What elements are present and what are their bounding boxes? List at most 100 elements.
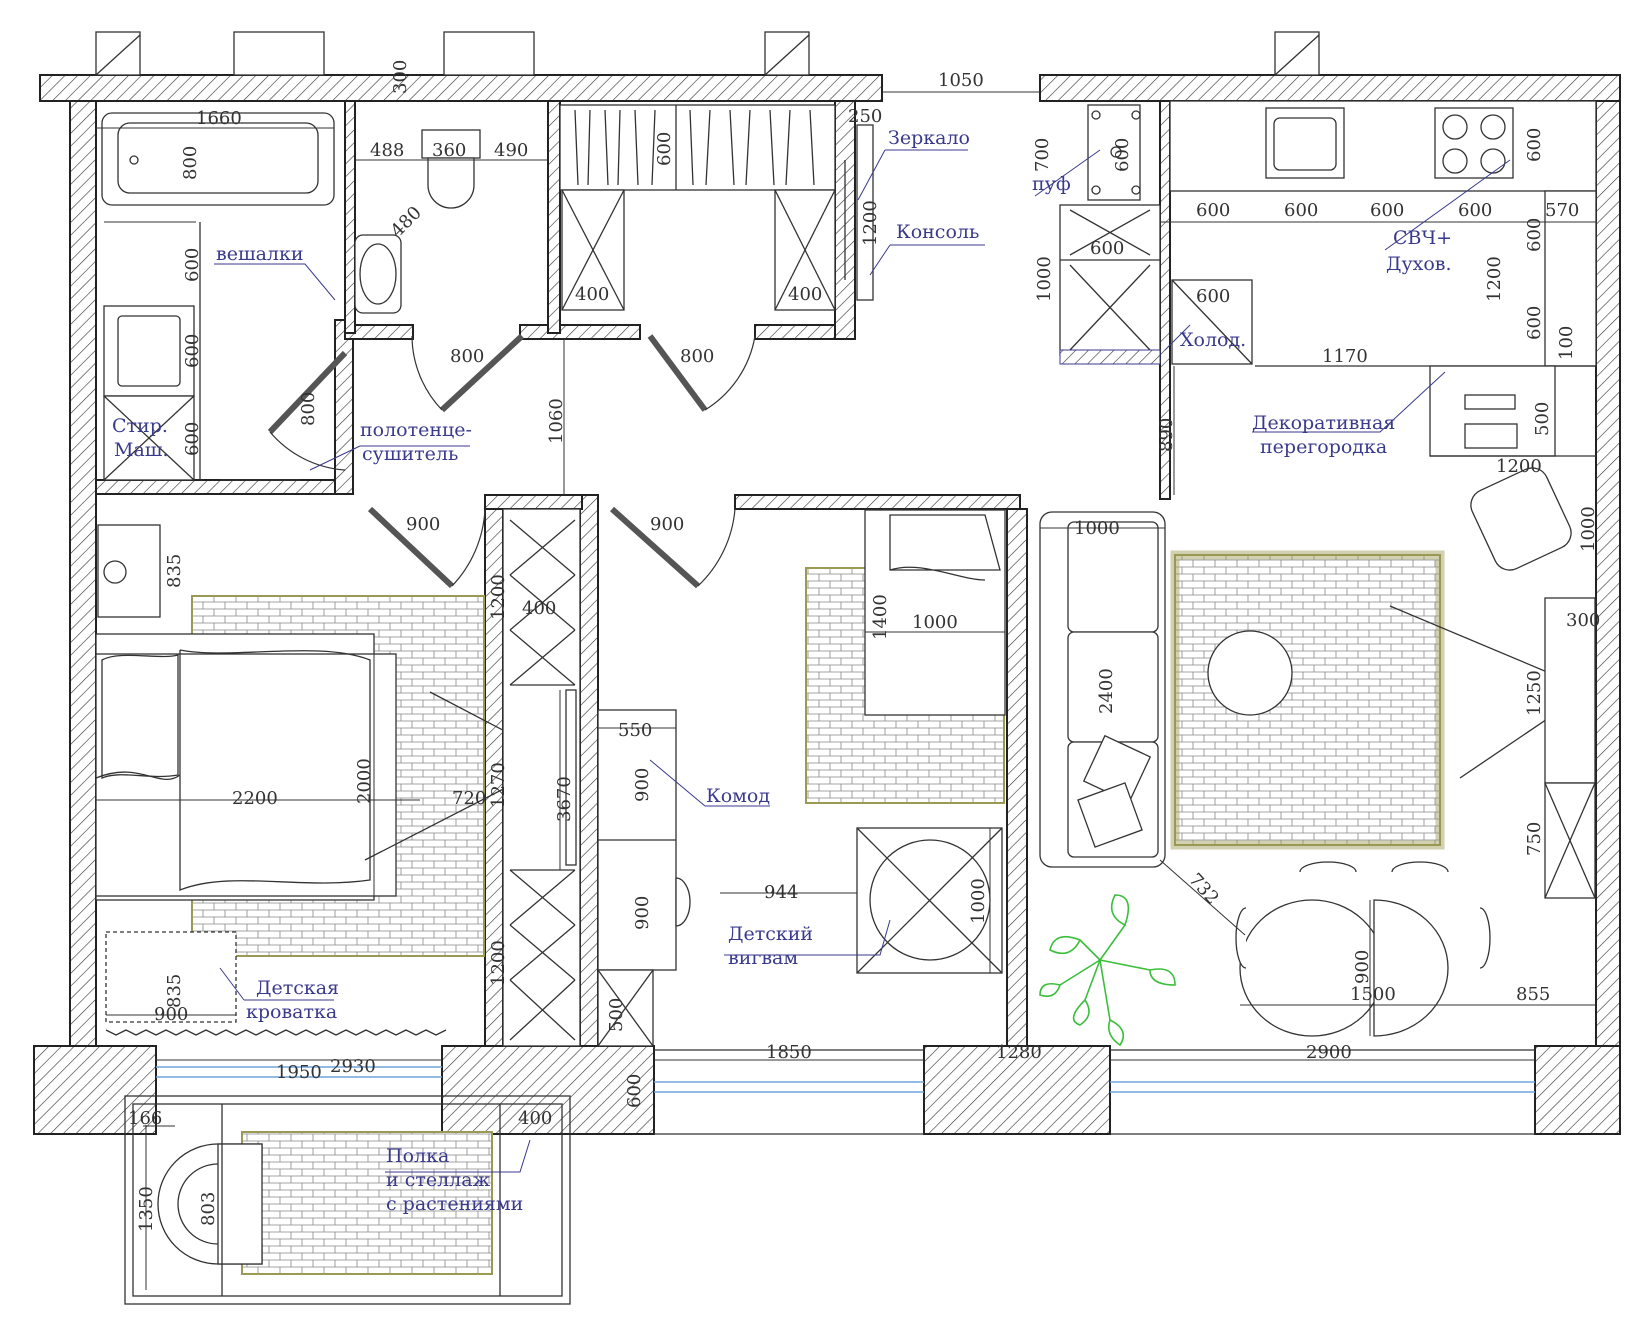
dim: 300 [1566,610,1600,631]
dim: 490 [494,140,528,161]
dim: 2200 [232,788,278,809]
dimension-lines [96,91,1596,1290]
room-labels: Зеркало Консоль пуф вешалки Стир. Маш. п… [112,127,1452,1215]
dim: 1500 [1350,984,1396,1005]
dim: 1000 [1074,518,1120,539]
dim: 360 [432,140,466,161]
window-markers [95,31,1320,76]
balcony [124,1095,571,1305]
dim: 600 [1370,200,1404,221]
dim: 400 [788,284,822,305]
dim: 400 [518,1108,552,1129]
dim: 500 [1532,402,1553,436]
dim: 1050 [938,70,984,91]
label-wigwam-1: Детский [728,923,813,945]
closet-column [502,508,581,1047]
label-towel-2: сушитель [362,443,458,465]
dim: 500 [606,998,627,1032]
dim: 750 [1524,822,1545,856]
dim: 300 [390,60,411,94]
dim: 1000 [1034,256,1055,302]
dim: 600 [1524,218,1545,252]
dim: 600 [624,1074,645,1108]
dim: 600 [1458,200,1492,221]
dim: 600 [1524,128,1545,162]
label-shelf-3: с растениями [386,1193,523,1215]
label-shelf-2: и стеллаж [386,1169,491,1191]
dim: 800 [450,346,484,367]
dim: 855 [1516,984,1550,1005]
dim: 800 [298,392,319,426]
label-pouf: пуф [1032,173,1071,195]
kitchen-fixtures [1059,100,1597,571]
label-towel-1: полотенце- [360,419,472,441]
label-wigwam-2: вигвам [728,947,798,969]
dim: 900 [1352,950,1373,984]
dim: 600 [182,422,203,456]
dim: 890 [1156,418,1177,452]
dim: 600 [1284,200,1318,221]
dim: 1350 [136,1186,157,1232]
label-partition-2: перегородка [1260,436,1387,458]
dim: 800 [180,146,201,180]
walls [33,74,1621,1135]
dim: 1200 [488,940,509,986]
dim: 600 [182,334,203,368]
bedroom-fixtures [95,524,562,1036]
dim: 550 [618,720,652,741]
dim: 1400 [870,594,891,640]
wardrobe [559,104,874,311]
dim: 900 [406,514,440,535]
dim: 1950 [276,1062,322,1083]
dim: 835 [164,554,185,588]
label-crib-1: Детская [256,977,339,999]
dim: 1270 [488,762,509,808]
dim: 800 [680,346,714,367]
dim: 100 [1556,326,1577,360]
dim: 166 [128,1108,162,1129]
dim: 1200 [488,574,509,620]
label-dresser: Комод [706,785,770,807]
label-console: Консоль [896,221,979,243]
wc-fixtures [354,129,481,314]
dimension-texts: 1050 1660 800 300 488 360 490 480 600 25… [128,60,1600,1232]
dim: 1280 [996,1042,1042,1063]
dim: 700 [1032,138,1053,172]
bathroom-fixtures [101,112,335,481]
label-shelf-1: Полка [386,1145,449,1167]
dim: 1200 [1496,456,1542,477]
dim: 1250 [1524,670,1545,716]
doors [267,333,756,589]
dim: 1060 [546,398,567,444]
label-hangers: вешалки [216,243,304,265]
label-washer-1: Стир. [112,415,168,437]
dim: 835 [164,974,185,1008]
dim: 2400 [1096,668,1117,714]
dim: 570 [1545,200,1579,221]
label-leaders [214,149,1511,1173]
dim: 732 [1184,869,1223,909]
dim: 2930 [330,1056,376,1077]
dim: 600 [182,248,203,282]
dim: 720 [452,788,486,809]
dim: 3670 [554,776,575,822]
dim: 1170 [1322,346,1368,367]
dim: 2900 [1306,1042,1352,1063]
dim: 944 [764,882,798,903]
dim: 900 [154,1004,188,1025]
dim: 600 [1196,286,1230,307]
bottom-glazing [156,1049,1535,1135]
dim: 600 [1524,306,1545,340]
label-partition-1: Декоративная [1252,412,1395,434]
plant-icon [1039,894,1176,1047]
dim: 1200 [1484,256,1505,302]
dim: 1200 [860,200,881,246]
dim: 900 [632,896,653,930]
dim: 600 [654,132,675,166]
dim: 1850 [766,1042,812,1063]
label-fridge: Холод. [1180,329,1246,351]
dim: 1660 [196,108,242,129]
dim: 900 [650,514,684,535]
dim: 1000 [912,612,958,633]
